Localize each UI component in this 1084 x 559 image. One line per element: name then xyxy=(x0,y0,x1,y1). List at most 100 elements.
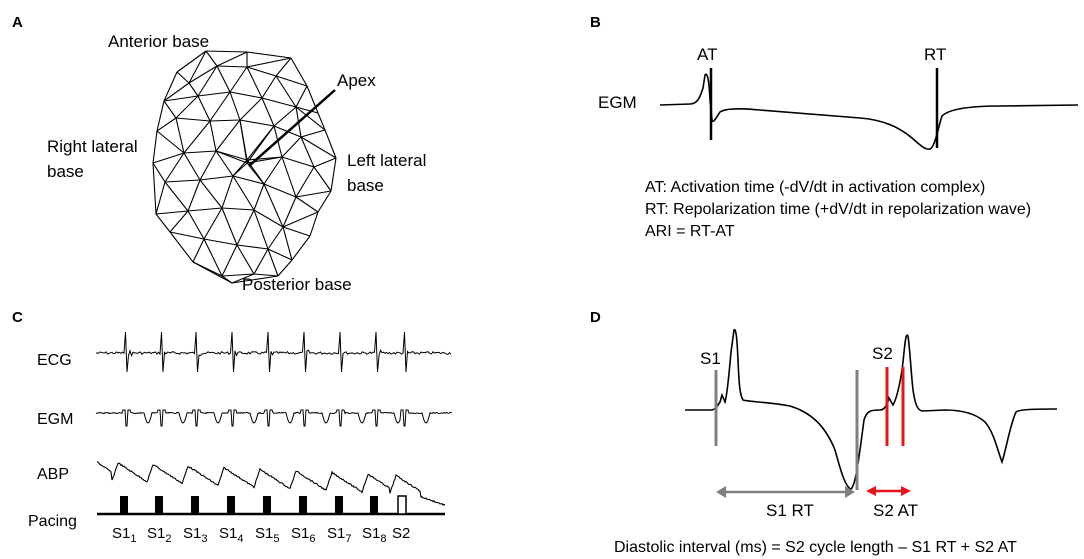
label-right-lateral-2: base xyxy=(47,162,84,181)
mesh-edge xyxy=(209,120,217,152)
mesh-edge xyxy=(192,238,205,263)
panel-b: B EGM AT RT AT: Activation time (-dV/dt … xyxy=(590,14,1079,240)
label-left-lateral-2: base xyxy=(347,176,384,195)
panel-b-letter: B xyxy=(590,14,601,31)
abp-waveform xyxy=(96,461,446,506)
mesh-edge xyxy=(246,66,263,99)
mesh-apex-edge xyxy=(232,162,248,177)
label-right-lateral-1: Right lateral xyxy=(47,137,138,156)
mesh-edge xyxy=(295,196,319,213)
panel-d-letter: D xyxy=(590,309,601,326)
mesh-edge xyxy=(183,152,201,181)
mesh-edge xyxy=(231,273,255,284)
mesh-edge xyxy=(236,244,269,250)
mesh-edge xyxy=(155,181,166,215)
mesh-edge xyxy=(169,210,189,233)
mesh-edge xyxy=(300,136,315,168)
mesh-edge xyxy=(183,150,217,154)
mesh-edge xyxy=(216,51,248,67)
s2-at-arrow-right-head xyxy=(901,486,911,496)
mesh-edge xyxy=(253,183,265,211)
label-anterior-base: Anterior base xyxy=(108,32,209,51)
label-left-lateral-1: Left lateral xyxy=(347,151,426,170)
mesh-edge xyxy=(261,97,297,108)
mesh-edge xyxy=(163,82,190,102)
mesh-edge xyxy=(267,226,284,250)
mesh-edge xyxy=(188,65,218,84)
at-marker-label: AT xyxy=(697,45,717,64)
mesh-edge xyxy=(188,82,199,97)
egm-waveform-d xyxy=(685,329,1058,490)
pacing-pulse-label: S18 xyxy=(362,525,386,545)
mesh-edge xyxy=(282,226,311,237)
panel-d: D S1 S2 S1 RT S2 AT Diastolic interval (… xyxy=(590,309,1058,556)
ecg-trace-label: ECG xyxy=(37,352,72,369)
abp-trace-label: ABP xyxy=(37,466,69,483)
pacing-pulse-label: S15 xyxy=(255,525,279,545)
mesh-edge xyxy=(152,130,158,164)
mesh-edge xyxy=(246,57,292,68)
mesh-edge xyxy=(164,181,189,212)
mesh-edge xyxy=(164,179,201,183)
mesh-edge xyxy=(215,119,241,152)
mesh-edge xyxy=(290,57,308,87)
mesh-edge xyxy=(205,50,218,67)
mesh-edge xyxy=(163,71,178,102)
mesh-edge xyxy=(232,175,265,185)
mesh-edge xyxy=(324,129,337,159)
mesh-edge xyxy=(203,207,223,240)
rt-marker-label: RT xyxy=(924,45,946,64)
mesh-edge xyxy=(291,235,311,261)
mesh-edge xyxy=(295,85,308,108)
s2-at-arrow-left-head xyxy=(866,486,876,496)
mesh-edge xyxy=(282,196,297,228)
mesh-edge xyxy=(221,273,255,277)
mesh-edge xyxy=(306,85,319,114)
mesh-edge xyxy=(209,119,241,122)
mesh-edge xyxy=(163,95,199,102)
mesh-edge xyxy=(188,50,207,84)
pacing-pulse xyxy=(227,496,235,514)
mesh-edge xyxy=(267,248,279,277)
pacing-pulse-label: S2 xyxy=(392,525,410,542)
mesh-edge xyxy=(176,50,207,73)
mesh-edge xyxy=(187,207,223,212)
panel-a-letter: A xyxy=(12,14,23,31)
mesh-edge xyxy=(169,231,205,240)
mesh-edge xyxy=(175,117,211,122)
heart-mesh xyxy=(152,50,337,284)
s1-rt-arrow-right-head xyxy=(845,486,855,498)
mesh-edge xyxy=(253,248,269,275)
mesh-edge xyxy=(275,75,297,108)
mesh-edge xyxy=(155,213,171,233)
mesh-edge xyxy=(295,106,326,131)
mesh-edge xyxy=(155,210,189,215)
pacing-pulse-label: S11 xyxy=(112,525,136,545)
mesh-edge xyxy=(275,57,292,77)
mesh-edge xyxy=(281,156,315,168)
mesh-edge xyxy=(203,238,223,277)
mesh-edge xyxy=(246,51,292,59)
mesh-edge xyxy=(317,112,326,131)
mesh-edge xyxy=(253,209,284,228)
pacing-pulse xyxy=(370,496,378,514)
mesh-edge xyxy=(197,65,218,97)
mesh-edge xyxy=(263,156,283,185)
mesh-edge xyxy=(313,157,337,168)
mesh-edge xyxy=(309,211,319,237)
mesh-edge xyxy=(176,71,190,84)
mesh-edge xyxy=(221,244,238,277)
ecg-waveform xyxy=(96,331,452,373)
mesh-edge xyxy=(221,207,255,211)
s1-rt-label: S1 RT xyxy=(766,501,814,520)
mesh-edge xyxy=(236,209,255,246)
mesh-edge xyxy=(330,157,337,192)
mesh-edge xyxy=(231,275,279,284)
pacing-pulse-label: S12 xyxy=(147,525,171,545)
mesh-edge xyxy=(263,183,284,228)
pacing-pulse-label: S13 xyxy=(183,525,207,545)
mesh-edge xyxy=(221,175,234,209)
mesh-edge xyxy=(175,117,185,154)
